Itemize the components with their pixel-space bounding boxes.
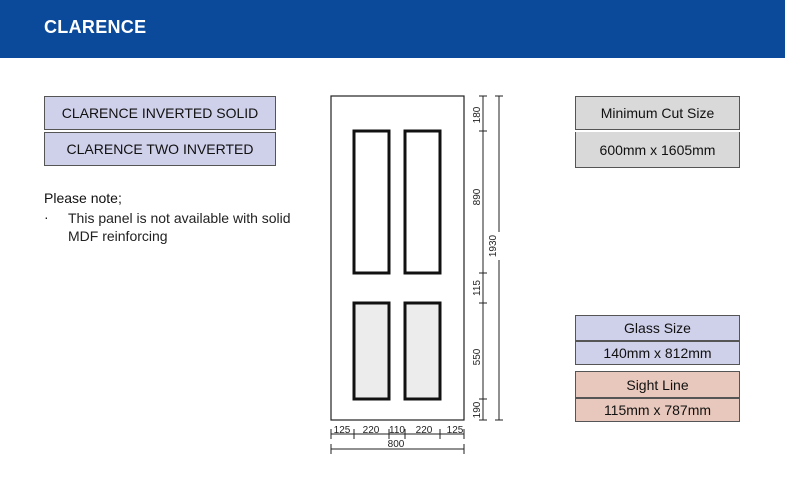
dim-width-110: 110 <box>389 425 405 436</box>
min-cut-value: 600mm x 1605mm <box>575 132 740 168</box>
variant-inverted-solid: CLARENCE INVERTED SOLID <box>44 96 276 130</box>
door-outline <box>330 95 465 421</box>
note-text: This panel is not available with solid M… <box>68 210 291 244</box>
dim-width-220-left: 220 <box>363 425 380 436</box>
glass-size-value: 140mm x 812mm <box>575 341 740 365</box>
variant-two-inverted: CLARENCE TWO INVERTED <box>44 132 276 166</box>
dim-total-height: 1930 <box>488 234 499 257</box>
note-title: Please note; <box>44 190 122 206</box>
dim-height-550: 550 <box>472 348 483 365</box>
sight-line-value: 115mm x 787mm <box>575 398 740 422</box>
lower-right-glass <box>403 301 442 401</box>
dim-total-width: 800 <box>388 439 405 450</box>
dim-height-115: 115 <box>472 280 483 296</box>
glass-size-label: Glass Size <box>575 315 740 341</box>
header-bar: CLARENCE <box>0 0 785 58</box>
dim-height-890: 890 <box>472 188 483 205</box>
min-cut-label: Minimum Cut Size <box>575 96 740 130</box>
upper-left-panel <box>352 129 391 275</box>
dim-width-125-left: 125 <box>334 425 351 436</box>
sight-line-label: Sight Line <box>575 371 740 398</box>
dim-width-220-right: 220 <box>416 425 433 436</box>
lower-left-glass <box>352 301 391 401</box>
dim-height-180: 180 <box>472 106 483 123</box>
upper-right-panel <box>403 129 442 275</box>
dim-width-125-right: 125 <box>447 425 464 436</box>
page-title: CLARENCE <box>44 17 147 37</box>
dim-height-190: 190 <box>472 401 483 418</box>
note-bullet: · <box>44 209 49 225</box>
